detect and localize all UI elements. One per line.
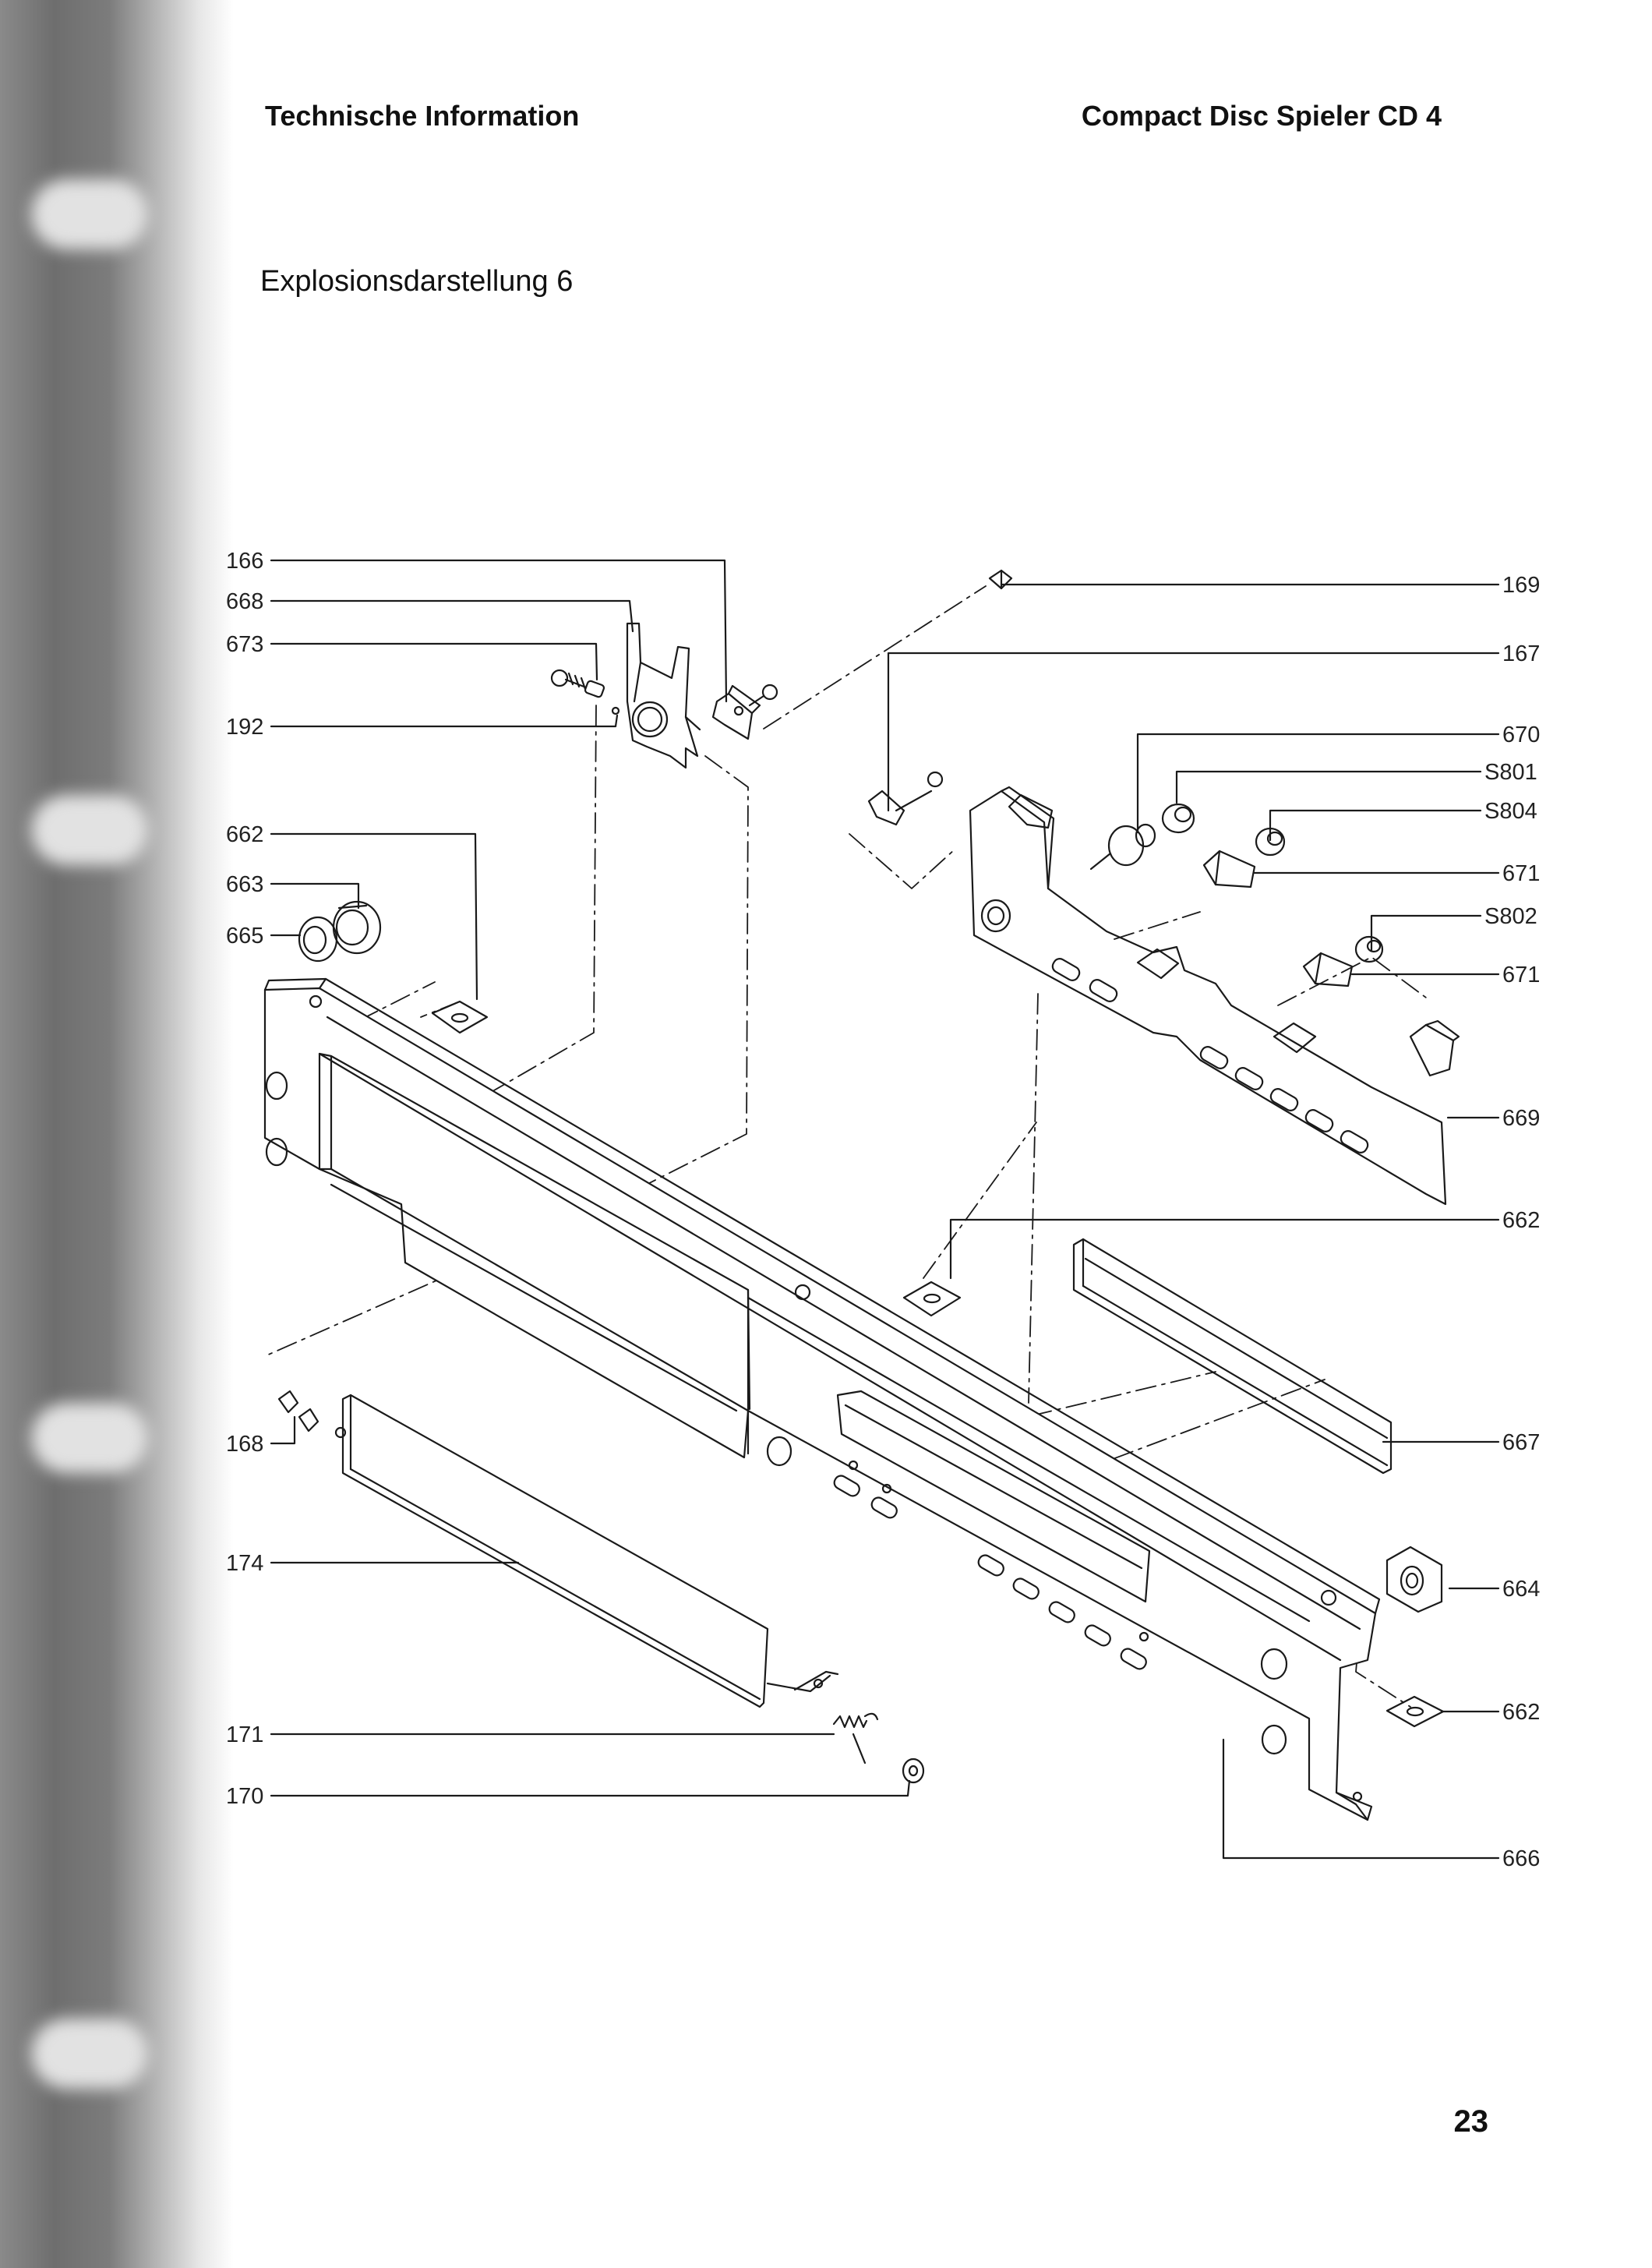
screw-673 — [550, 669, 778, 715]
callout-662: 662 — [226, 822, 263, 847]
callout-663: 663 — [226, 872, 263, 897]
knob-663 — [332, 900, 382, 955]
switch-s804 — [1255, 827, 1286, 857]
bracket-166 — [711, 684, 761, 740]
bracket-668 — [626, 622, 701, 769]
display-filter-667 — [1072, 1238, 1393, 1475]
callout-666: 666 — [1502, 1846, 1540, 1871]
callout-s802: S802 — [1484, 904, 1537, 929]
clip-167 — [867, 771, 944, 826]
button-664 — [1385, 1546, 1443, 1613]
diagram-subtitle: Explosionsdarstellung 6 — [260, 265, 574, 298]
page-number: 23 — [1453, 2104, 1489, 2139]
callout-665: 665 — [226, 924, 263, 949]
callout-670: 670 — [1502, 722, 1540, 747]
pad-662-center — [902, 1281, 962, 1317]
clip-169 — [988, 569, 1013, 590]
callout-671-lower: 671 — [1502, 963, 1540, 987]
callouts-left: 166 668 673 192 662 663 665 168 174 171 … — [226, 549, 263, 1809]
callout-169: 169 — [1502, 573, 1540, 598]
page-binding-shadow — [0, 0, 234, 2268]
callout-671: 671 — [1502, 861, 1540, 886]
leader-lines-left — [270, 559, 911, 1797]
callout-171: 171 — [226, 1722, 263, 1747]
pad-662-right — [1385, 1695, 1445, 1728]
binder-hole — [31, 2019, 148, 2089]
callout-668: 668 — [226, 589, 263, 614]
callout-168: 168 — [226, 1432, 263, 1457]
header-left-title: Technische Information — [265, 100, 580, 132]
washer-170 — [902, 1758, 925, 1784]
callout-667: 667 — [1502, 1430, 1540, 1455]
callout-167: 167 — [1502, 641, 1540, 666]
cd-door-174 — [334, 1394, 839, 1708]
callout-669: 669 — [1502, 1106, 1540, 1131]
callouts-right: 169 167 670 S801 S804 671 S802 671 669 6… — [1484, 573, 1540, 1871]
callout-174: 174 — [226, 1551, 263, 1576]
binder-hole — [31, 795, 148, 865]
pcb-669 — [969, 786, 1460, 1206]
pad-662-left — [431, 1000, 489, 1034]
callout-s804: S804 — [1484, 799, 1537, 824]
switch-s801 — [1161, 803, 1195, 834]
binder-hole — [31, 179, 148, 249]
binder-hole — [31, 1403, 148, 1473]
callout-170: 170 — [226, 1784, 263, 1809]
led-670 — [1089, 823, 1156, 871]
hinge-clip-168 — [277, 1390, 319, 1433]
leader-lines-right — [887, 583, 1500, 1860]
front-panel-666 — [263, 977, 1381, 1821]
switch-s802 — [1354, 935, 1384, 963]
button-671-lower — [1302, 952, 1354, 987]
callout-662-right: 662 — [1502, 1700, 1540, 1725]
callout-192: 192 — [226, 715, 263, 740]
header-right-title: Compact Disc Spieler CD 4 — [1081, 100, 1442, 132]
callout-673: 673 — [226, 632, 263, 657]
callout-664: 664 — [1502, 1577, 1540, 1602]
washer-665 — [298, 916, 338, 963]
callout-166: 166 — [226, 549, 263, 574]
button-671-upper — [1202, 850, 1256, 888]
callout-s801: S801 — [1484, 760, 1537, 785]
spring-171 — [832, 1712, 879, 1765]
callout-662-center: 662 — [1502, 1208, 1540, 1233]
